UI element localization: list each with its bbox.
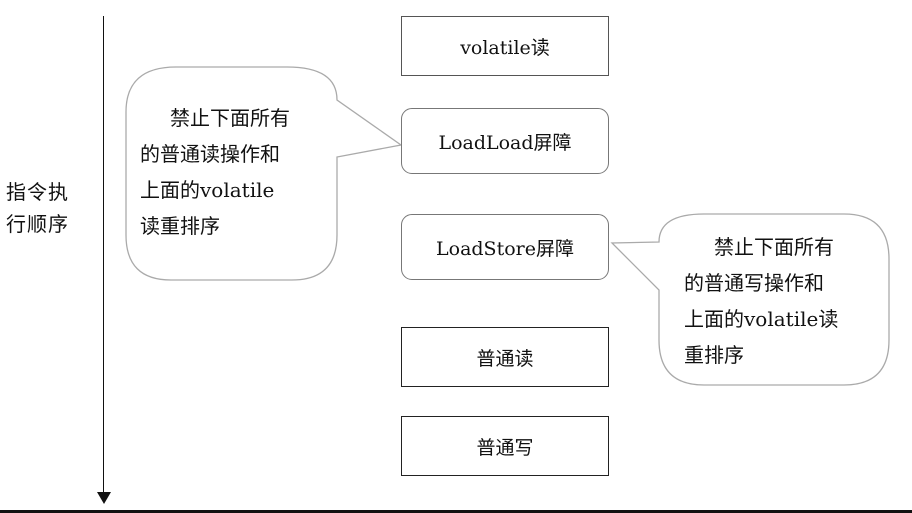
step-loadstore-barrier: LoadStore屏障 bbox=[401, 214, 609, 280]
callout-loadload-text: 禁止下面所有 的普通读操作和 上面的volatile 读重排序 bbox=[140, 100, 330, 244]
step-normal-write: 普通写 bbox=[401, 416, 609, 476]
callout-loadstore-text: 禁止下面所有 的普通写操作和 上面的volatile读 重排序 bbox=[684, 229, 880, 373]
axis-label-line-1: 指令执 bbox=[6, 180, 69, 204]
step-label: LoadLoad屏障 bbox=[438, 131, 572, 154]
step-label: 普通读 bbox=[476, 347, 534, 370]
callout-line: 的普通读操作和 bbox=[140, 142, 280, 166]
callout-line: 上面的volatile读 bbox=[684, 307, 839, 331]
callout-line: 读重排序 bbox=[140, 214, 220, 238]
arrow-down-icon bbox=[97, 492, 111, 504]
axis-label: 指令执 行顺序 bbox=[6, 176, 82, 240]
callout-line: 重排序 bbox=[684, 343, 744, 367]
step-volatile-read: volatile读 bbox=[401, 16, 609, 76]
callout-line: 上面的volatile bbox=[140, 178, 275, 202]
bottom-rule bbox=[0, 510, 912, 513]
execution-order-axis bbox=[103, 16, 104, 494]
step-normal-read: 普通读 bbox=[401, 327, 609, 387]
callout-line: 禁止下面所有 bbox=[170, 106, 290, 130]
axis-label-line-2: 行顺序 bbox=[6, 212, 69, 236]
step-label: LoadStore屏障 bbox=[436, 237, 574, 260]
step-loadload-barrier: LoadLoad屏障 bbox=[401, 108, 609, 174]
step-label: 普通写 bbox=[476, 436, 534, 459]
callout-line: 的普通写操作和 bbox=[684, 271, 824, 295]
callout-line: 禁止下面所有 bbox=[714, 235, 834, 259]
step-label: volatile读 bbox=[460, 36, 550, 59]
